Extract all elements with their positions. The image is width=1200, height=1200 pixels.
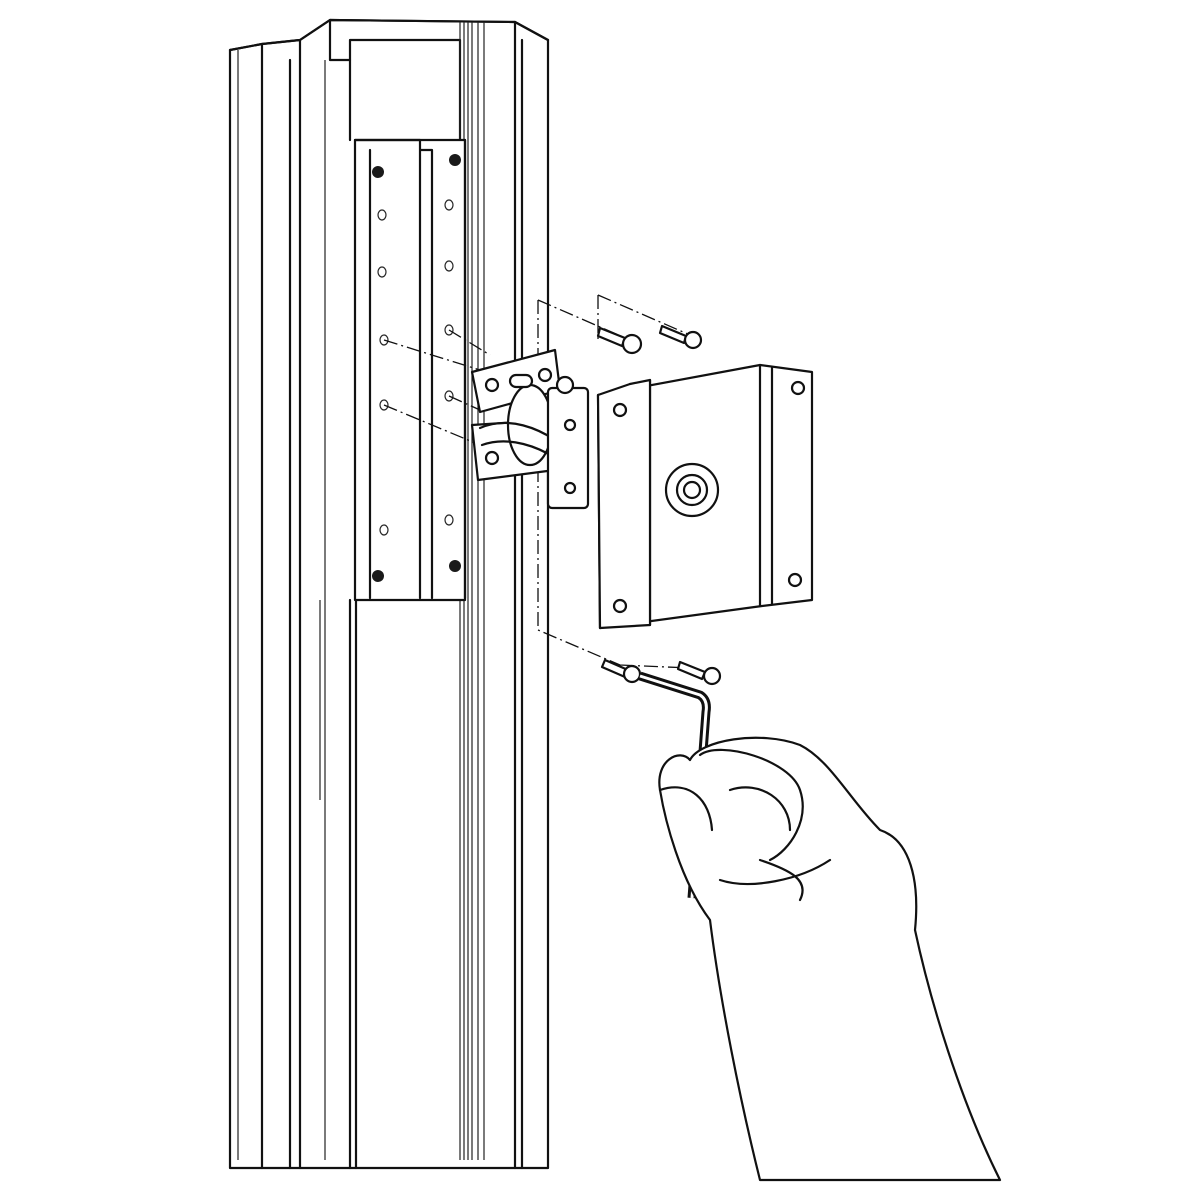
- screw: [596, 324, 722, 686]
- alignment-lines: [383, 294, 691, 669]
- hinge-bracket: [470, 348, 590, 510]
- vesa-plate: [596, 363, 814, 630]
- mounting-plate: [353, 138, 467, 602]
- hand: [658, 736, 1002, 1182]
- hex-key: [638, 671, 711, 899]
